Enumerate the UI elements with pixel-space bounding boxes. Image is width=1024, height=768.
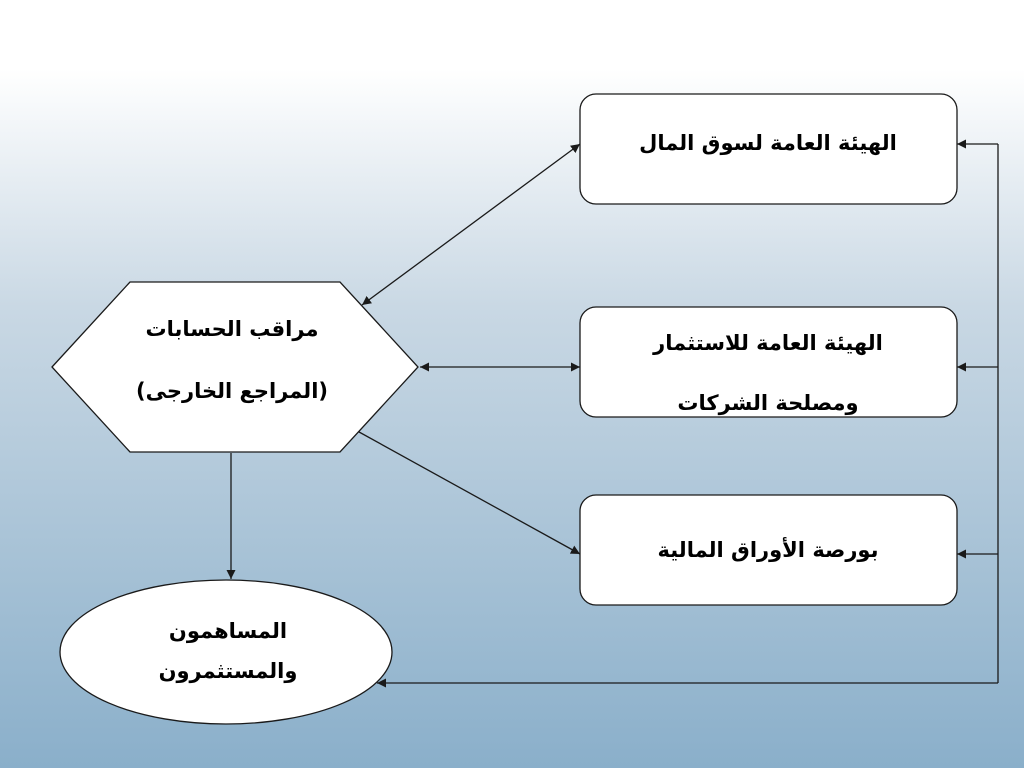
capital-market-label: الهيئة العامة لسوق المال [639,131,897,155]
investment-node: الهيئة العامة للاستثمار ومصلحة الشركات [579,306,958,418]
stock-exchange-box [579,494,958,606]
shareholders-node: المساهمون والمستثمرون [59,579,393,725]
auditor-label-line1: مراقب الحسابات [146,317,319,341]
shareholders-label-line1: المساهمون [169,619,287,643]
stock-exchange-label: بورصة الأوراق المالية [658,536,879,562]
investment-box [579,306,958,418]
connector-auditor-capital-market [361,143,581,306]
investment-label-line1: الهيئة العامة للاستثمار [652,331,883,355]
shareholders-label-line2: والمستثمرون [159,659,298,683]
shareholders-ellipse [59,579,393,725]
stock-exchange-node: بورصة الأوراق المالية [579,494,958,606]
auditor-node: مراقب الحسابات (المراجع الخارجى) [51,281,419,453]
connector-auditor-stock-exchange [349,426,581,555]
investment-label-line2: ومصلحة الشركات [677,391,858,415]
auditor-label-line2: (المراجع الخارجى) [136,379,328,403]
capital-market-node: الهيئة العامة لسوق المال [579,93,958,205]
auditor-hexagon [51,281,419,453]
capital-market-box [579,93,958,205]
